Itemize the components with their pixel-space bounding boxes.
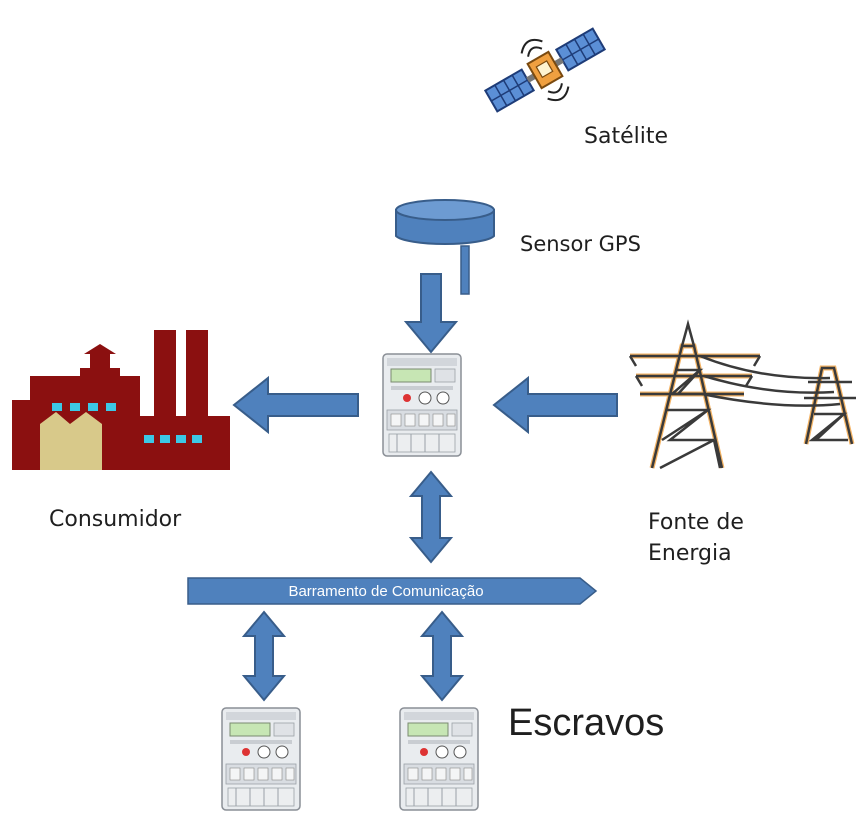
satellite-icon	[483, 27, 607, 113]
slaves-label: Escravos	[508, 702, 665, 744]
slave-energy-meter-icon	[221, 707, 301, 811]
factory-icon	[12, 330, 230, 470]
satellite-label: Satélite	[584, 124, 668, 149]
arrow-source-to-meter	[492, 375, 618, 435]
energy-source-label-line1: Fonte de	[648, 510, 744, 535]
communication-bus: Barramento de Comunicação	[187, 577, 598, 605]
arrow-bus-slave-1	[241, 610, 287, 702]
power-tower-icon	[628, 319, 856, 470]
arrow-gps-to-meter	[403, 273, 459, 354]
energy-source-label-line2: Energia	[648, 541, 732, 566]
arrow-bus-slave-2	[419, 610, 465, 702]
master-energy-meter-icon	[382, 353, 462, 457]
energy-source-label: Fonte de Energia	[648, 507, 744, 569]
bus-label: Barramento de Comunicação	[288, 583, 483, 600]
arrow-meter-bus	[408, 470, 454, 564]
slave-energy-meter-icon	[399, 707, 479, 811]
arrow-meter-to-consumer	[232, 375, 359, 435]
consumer-label: Consumidor	[49, 507, 182, 532]
gps-antenna-icon	[395, 199, 495, 295]
gps-sensor-label: Sensor GPS	[520, 232, 641, 256]
